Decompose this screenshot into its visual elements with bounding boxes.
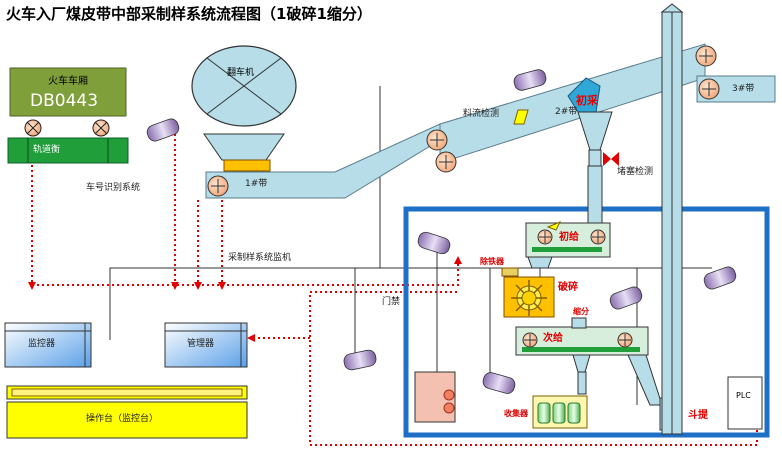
belt-3-label: 3#带 xyxy=(732,84,755,94)
plc-label: PLC xyxy=(736,391,751,400)
flow-detect-label: 料流检测 xyxy=(463,109,500,119)
clog-detect-label: 堵塞检测 xyxy=(617,167,654,177)
car-id-system-label: 车号识别系统 xyxy=(86,183,141,193)
track-scale-label: 轨道衡 xyxy=(33,145,61,155)
deironer-label: 除铁器 xyxy=(480,257,504,266)
rotary-dumper xyxy=(191,45,297,172)
console xyxy=(6,385,248,439)
monitor-box xyxy=(4,322,92,368)
belt-1-label: 1#带 xyxy=(245,179,268,189)
primary-sampler xyxy=(567,77,619,167)
primary-feeder xyxy=(525,221,611,269)
belt-rollers xyxy=(207,45,720,197)
crusher xyxy=(501,267,555,318)
car-id-label: DB0443 xyxy=(30,91,99,111)
flow-detector xyxy=(513,109,529,125)
belt-2-label: 2#带 xyxy=(555,107,578,117)
sample-cabinet xyxy=(414,371,456,423)
secondary-feeder-label: 次给 xyxy=(543,333,563,344)
camera-cylinders xyxy=(146,69,737,394)
gate-label: 门禁 xyxy=(382,297,401,307)
train-car-label: 火车车厢 xyxy=(48,76,88,87)
diagram-title: 火车入厂煤皮带中部采制样系统流程图（1破碎1缩分） xyxy=(6,5,372,23)
monitor-label: 监控器 xyxy=(28,339,56,349)
bucket-elevator-label: 斗提 xyxy=(688,410,708,421)
divider-label: 缩分 xyxy=(573,307,589,316)
manager-label: 管理器 xyxy=(187,339,215,349)
bucket-elevator xyxy=(660,3,684,435)
collector xyxy=(532,395,588,429)
signal-arrows xyxy=(28,256,462,342)
primary-sampling-label: 初采 xyxy=(576,94,598,107)
plc-box xyxy=(727,376,763,430)
train-car xyxy=(9,67,127,137)
crusher-label: 破碎 xyxy=(558,282,578,293)
sampling-room xyxy=(403,206,770,438)
monitor-system-label: 采制样系统监机 xyxy=(228,253,292,263)
dumper-label: 翻车机 xyxy=(227,68,255,78)
track-scale xyxy=(7,137,129,164)
collector-label: 收集器 xyxy=(504,409,528,418)
console-label: 操作台（监控台） xyxy=(86,414,159,424)
signal-lines xyxy=(31,134,758,446)
secondary-feeder xyxy=(515,317,649,395)
manager-box xyxy=(164,322,248,368)
primary-feeder-label: 初给 xyxy=(559,232,579,243)
sample-chute xyxy=(587,165,603,224)
